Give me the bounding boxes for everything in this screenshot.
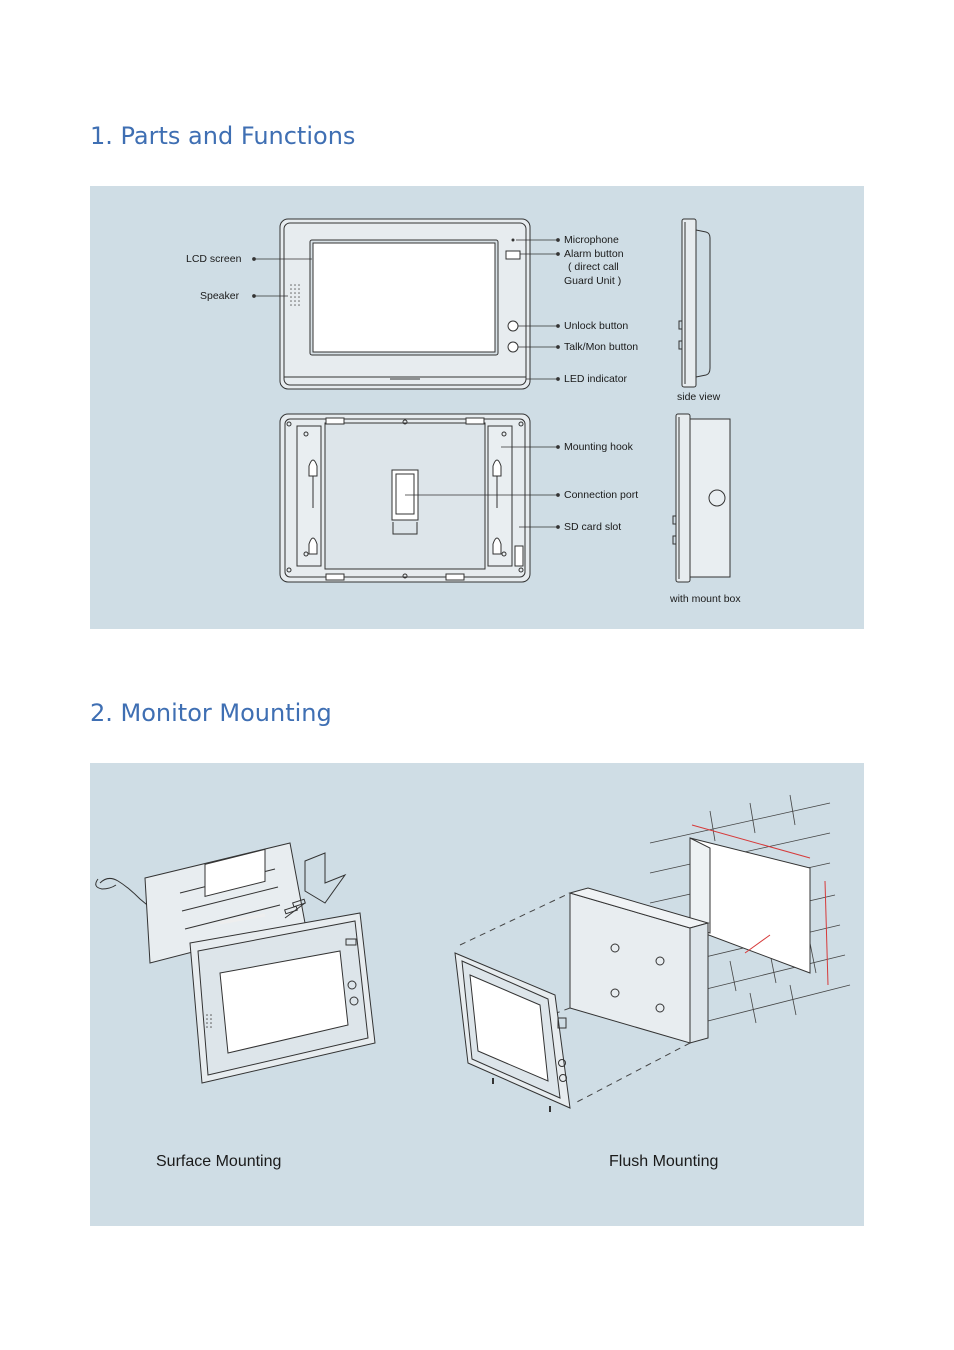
surface-mounting-drawing <box>95 842 376 1084</box>
label-sd-card-slot: SD card slot <box>564 521 622 533</box>
label-mounting-hook: Mounting hook <box>564 441 633 453</box>
monitor-back-drawing <box>279 413 531 583</box>
parts-diagram <box>252 218 731 583</box>
section1-title: 1. Parts and Functions <box>90 122 356 150</box>
label-speaker: Speaker <box>200 290 240 302</box>
label-led-indicator: LED indicator <box>564 373 628 385</box>
label-lcd-screen: LCD screen <box>186 253 242 265</box>
label-alarm-note-2: Guard Unit ) <box>564 275 622 287</box>
label-unlock-button: Unlock button <box>564 320 629 332</box>
monitor-mounting-panel: Surface Mounting Flush Mounting <box>90 763 864 1226</box>
label-with-mount-box: with mount box <box>670 593 741 605</box>
label-side-view: side view <box>677 391 721 403</box>
label-flush-mounting: Flush Mounting <box>609 1153 719 1170</box>
label-microphone: Microphone <box>564 234 619 246</box>
mount-box-side-drawing <box>672 413 731 583</box>
label-alarm-note-1: ( direct call <box>568 261 619 273</box>
flush-mounting-drawing <box>454 794 851 1112</box>
side-view-drawing <box>678 218 711 388</box>
label-alarm-button: Alarm button <box>564 248 624 260</box>
section2-title: 2. Monitor Mounting <box>90 699 332 727</box>
monitor-front-drawing <box>279 218 531 390</box>
label-talk-mon-button: Talk/Mon button <box>564 341 639 353</box>
label-surface-mounting: Surface Mounting <box>156 1153 282 1170</box>
parts-functions-panel: LCD screen Speaker Microphone Alarm butt… <box>90 186 864 629</box>
label-connection-port: Connection port <box>564 489 639 501</box>
mounting-diagram <box>95 794 851 1112</box>
